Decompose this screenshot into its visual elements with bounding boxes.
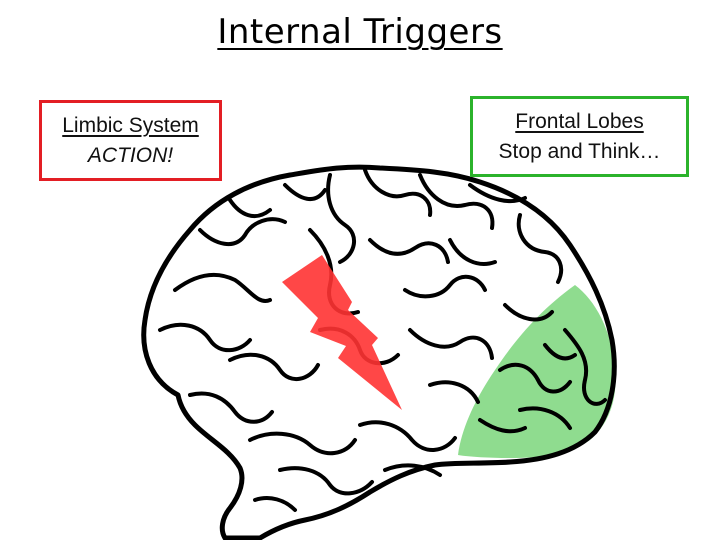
diagram-title: Internal Triggers xyxy=(217,12,503,52)
frontal-lobes-heading: Frontal Lobes xyxy=(515,110,644,133)
limbic-system-label-box: Limbic System ACTION! xyxy=(39,100,222,181)
frontal-lobes-label-box: Frontal Lobes Stop and Think… xyxy=(470,96,689,177)
frontal-lobes-caption: Stop and Think… xyxy=(498,140,661,163)
limbic-system-action-text: ACTION! xyxy=(87,144,174,167)
limbic-system-heading: Limbic System xyxy=(62,114,199,137)
brain-folds xyxy=(158,168,607,512)
brain-outline xyxy=(141,164,617,540)
trigger-bolt-highlight xyxy=(282,255,402,410)
frontal-lobe-highlight xyxy=(458,285,616,458)
